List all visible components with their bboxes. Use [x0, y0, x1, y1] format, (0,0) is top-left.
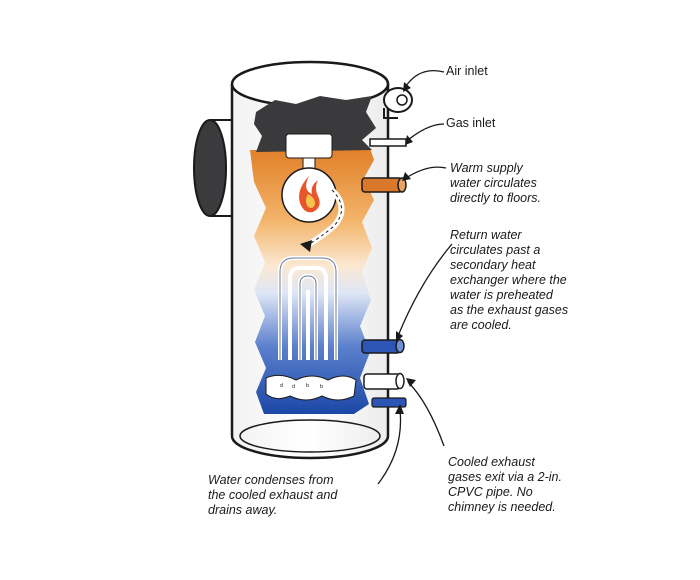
return-water-pipe — [361, 338, 405, 354]
flame-icon — [299, 176, 320, 213]
svg-text:ᵇ: ᵇ — [320, 383, 323, 392]
label-return-water-line: as the exhaust gases — [450, 303, 569, 317]
leader-return-water — [397, 243, 453, 337]
gas-inlet-pipe — [369, 138, 407, 147]
label-cooled-exhaust-line: gases exit via a 2-in. — [448, 470, 562, 484]
leader-air-inlet — [405, 69, 445, 87]
label-cooled-exhaust: Cooled exhaust gases exit via a 2-in. CP… — [448, 455, 562, 515]
label-cooled-exhaust-line: CPVC pipe. No — [448, 485, 533, 499]
svg-text:ᵇ: ᵇ — [306, 382, 309, 391]
svg-text:ᵈ: ᵈ — [280, 382, 283, 391]
label-return-water-line: Return water — [450, 228, 522, 242]
label-air-inlet: Air inlet — [446, 64, 488, 78]
leader-arrowheads — [395, 82, 416, 414]
warm-supply-pipe — [361, 177, 407, 193]
label-condensate: Water condenses from the cooled exhaust … — [208, 473, 337, 518]
leader-lines — [377, 69, 453, 485]
condensate-drain-pipe — [371, 397, 407, 408]
leader-exhaust — [407, 381, 445, 447]
label-return-water-line: are cooled. — [450, 318, 512, 332]
condensate-tray — [265, 374, 357, 401]
drip-marks: ᵈ ᵈ ᵇ ᵇ — [280, 382, 323, 392]
label-warm-supply: Warm supply water circulates directly to… — [450, 161, 541, 206]
leader-condensate — [377, 409, 402, 485]
label-warm-supply-line: water circulates — [450, 176, 537, 190]
label-gas-inlet: Gas inlet — [446, 116, 496, 130]
label-condensate-line: drains away. — [208, 503, 278, 517]
label-return-water: Return water circulates past a secondary… — [450, 228, 568, 333]
air-inlet-fan-icon — [383, 87, 413, 119]
label-cooled-exhaust-line: Cooled exhaust — [448, 455, 535, 469]
label-condensate-line: Water condenses from — [208, 473, 334, 487]
label-condensate-line: the cooled exhaust and — [208, 488, 338, 502]
label-warm-supply-line: Warm supply — [450, 161, 523, 175]
exhaust-outlet-pipe — [363, 372, 405, 390]
label-return-water-line: secondary heat — [450, 258, 536, 272]
combustion-chamber — [254, 96, 376, 152]
svg-text:ᵈ: ᵈ — [292, 383, 295, 392]
label-return-water-line: exchanger where the — [450, 273, 567, 287]
label-return-water-line: water is preheated — [450, 288, 553, 302]
cutaway-interior: ᵈ ᵈ ᵇ ᵇ — [250, 96, 376, 414]
leader-warm-supply — [405, 166, 447, 179]
label-cooled-exhaust-line: chimney is needed. — [448, 500, 556, 514]
label-return-water-line: circulates past a — [450, 243, 541, 257]
label-warm-supply-line: directly to floors. — [450, 191, 542, 205]
side-exhaust-stub — [193, 119, 232, 217]
leader-gas-inlet — [407, 123, 445, 141]
